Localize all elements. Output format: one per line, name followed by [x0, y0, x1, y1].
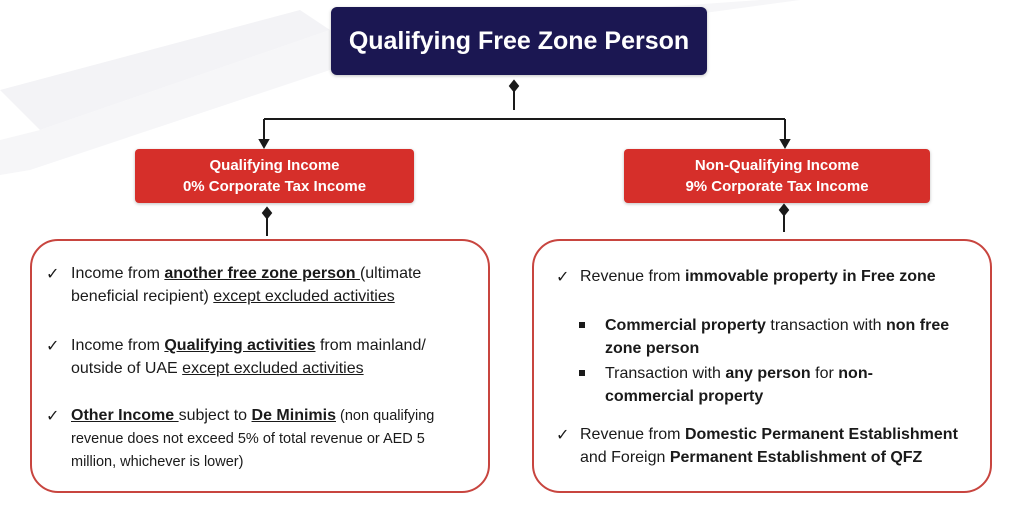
- non-qualifying-income-label: Non-Qualifying Income: [694, 157, 860, 174]
- title-text: Qualifying Free Zone Person: [348, 26, 690, 55]
- qualifying-income-label: Qualifying Income: [209, 157, 340, 174]
- non-qualifying-income-rate: 9% Corporate Tax Income: [685, 178, 869, 195]
- non-qualifying-income-panel: [532, 239, 992, 493]
- bullet-icon: [579, 322, 585, 328]
- non-qualifying-income-box: Non-Qualifying Income 9% Corporate Tax I…: [624, 149, 930, 203]
- check-icon: ✓: [46, 264, 60, 283]
- list-item: Transaction with any person for non- com…: [605, 365, 873, 405]
- list-item: Revenue from Domestic Permanent Establis…: [580, 426, 958, 466]
- bullet-icon: [579, 370, 585, 376]
- list-item: Other Income subject to De Minimis (non …: [71, 407, 435, 470]
- qualifying-income-box: Qualifying Income 0% Corporate Tax Incom…: [135, 149, 414, 203]
- check-icon: ✓: [556, 425, 570, 444]
- check-icon: ✓: [46, 406, 60, 425]
- check-icon: ✓: [556, 267, 570, 286]
- list-item: Commercial property transaction with non…: [605, 317, 950, 357]
- qualifying-free-zone-person-title: Qualifying Free Zone Person: [331, 7, 707, 75]
- list-item: Income from another free zone person (ul…: [71, 265, 422, 305]
- qualifying-income-rate: 0% Corporate Tax Income: [182, 178, 367, 195]
- list-item: Revenue from immovable property in Free …: [580, 268, 936, 285]
- check-icon: ✓: [46, 336, 60, 355]
- list-item: Income from Qualifying activities from m…: [71, 337, 426, 377]
- qualifying-income-panel: [30, 239, 490, 493]
